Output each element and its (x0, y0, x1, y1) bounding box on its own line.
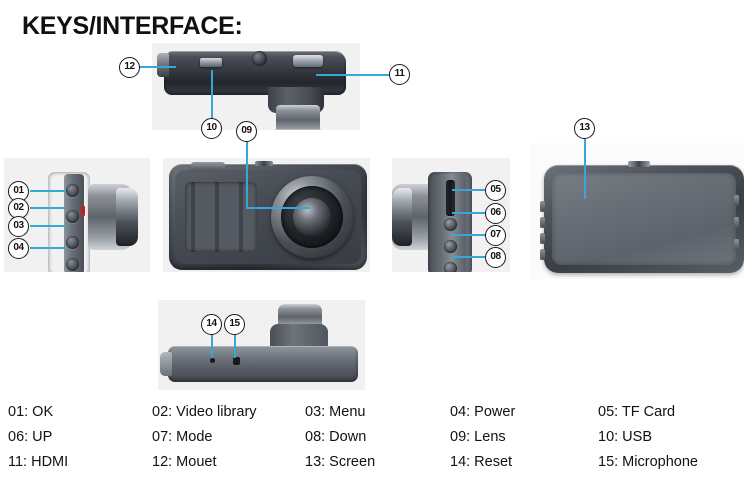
legend-item-08: 08: Down (305, 429, 367, 445)
mount-bracket (157, 53, 169, 77)
legend-item-15: 15: Microphone (598, 454, 698, 470)
up-button[interactable] (444, 218, 457, 231)
rear-right-key-3[interactable] (734, 239, 739, 250)
record-indicator (81, 206, 85, 216)
lens-dial (252, 51, 267, 66)
legend-item-04: 04: Power (450, 404, 516, 420)
leader-line-10 (211, 70, 213, 120)
page-title: KEYS/INTERFACE: (22, 12, 243, 40)
rear-right-key-1[interactable] (734, 195, 739, 206)
legend-item-12: 12: Mouet (152, 454, 217, 470)
leader-line-03 (30, 225, 66, 227)
down-button[interactable] (444, 262, 457, 272)
leader-line-13 (584, 137, 586, 199)
bottom-edge-view-panel (158, 300, 365, 390)
bottom-end-cap (160, 352, 172, 376)
callout-04[interactable]: 04 (8, 238, 29, 259)
leader-line-15 (234, 334, 236, 358)
hdmi-port (293, 55, 323, 67)
callout-07[interactable]: 07 (485, 225, 506, 246)
callout-09[interactable]: 09 (236, 121, 257, 142)
legend-item-01: 01: OK (8, 404, 54, 420)
leader-line-09-vertical (246, 140, 248, 208)
microphone-hole (233, 357, 240, 365)
rear-screen-view-panel (530, 143, 744, 279)
leader-line-08 (452, 256, 486, 258)
legend-item-13: 13: Screen (305, 454, 376, 470)
rear-left-key-3[interactable] (540, 233, 545, 244)
legend-item-14: 14: Reset (450, 454, 513, 470)
leader-line-02 (30, 207, 66, 209)
callout-06[interactable]: 06 (485, 203, 506, 224)
legend-item-05: 05: TF Card (598, 404, 676, 420)
video-library-button[interactable] (66, 210, 79, 223)
front-mic-grill (255, 161, 273, 166)
callout-03[interactable]: 03 (8, 216, 29, 237)
legend-item-07: 07: Mode (152, 429, 213, 445)
right-lens-barrel-rim (392, 188, 412, 246)
legend-item-11: 11: HDMI (8, 454, 69, 470)
menu-button[interactable] (66, 236, 79, 249)
callout-02[interactable]: 02 (8, 198, 29, 219)
rear-left-key-4[interactable] (540, 249, 545, 260)
leader-line-09-horizontal (246, 207, 310, 209)
mode-button[interactable] (444, 240, 457, 253)
callout-10[interactable]: 10 (201, 118, 222, 139)
left-lens-barrel-rim (116, 188, 138, 246)
power-button[interactable] (66, 258, 79, 271)
leader-line-06 (452, 212, 486, 214)
leader-line-01 (30, 190, 66, 192)
front-vent-panel (185, 182, 257, 252)
legend-item-03: 03: Menu (305, 404, 366, 420)
callout-12[interactable]: 12 (119, 57, 140, 78)
legend-item-09: 09: Lens (450, 429, 506, 445)
leader-line-14 (211, 334, 213, 358)
lcd-screen[interactable] (552, 173, 736, 265)
left-side-view-panel (4, 158, 150, 272)
rear-right-key-2[interactable] (734, 217, 739, 228)
legend: 01: OK 02: Video library 03: Menu 04: Po… (0, 398, 747, 493)
callout-05[interactable]: 05 (485, 180, 506, 201)
callout-11[interactable]: 11 (389, 64, 410, 85)
usb-port (200, 58, 222, 67)
ok-button[interactable] (66, 184, 79, 197)
front-top-tab (191, 162, 225, 170)
top-edge-view-panel (152, 43, 360, 130)
legend-item-02: 02: Video library (152, 404, 257, 420)
rear-left-key-1[interactable] (540, 201, 545, 212)
callout-08[interactable]: 08 (485, 247, 506, 268)
lens-glass (293, 198, 331, 236)
leader-line-04 (30, 247, 66, 249)
legend-item-10: 10: USB (598, 429, 652, 445)
reset-pinhole[interactable] (210, 358, 215, 363)
leader-line-12 (136, 66, 176, 68)
callout-14[interactable]: 14 (201, 314, 222, 335)
bottom-lens-neck (270, 324, 328, 350)
lens-barrel-rim (274, 129, 322, 130)
leader-line-11 (316, 74, 390, 76)
lens-barrel (276, 105, 320, 130)
leader-line-05 (452, 189, 486, 191)
device-bottom-body (168, 346, 358, 382)
callout-15[interactable]: 15 (224, 314, 245, 335)
rear-mic-grill (628, 161, 650, 167)
front-lens-view-panel (163, 158, 370, 272)
tf-card-slot[interactable] (446, 180, 455, 216)
leader-line-07 (452, 234, 486, 236)
legend-item-06: 06: UP (8, 429, 53, 445)
callout-13[interactable]: 13 (574, 118, 595, 139)
rear-left-key-2[interactable] (540, 217, 545, 228)
